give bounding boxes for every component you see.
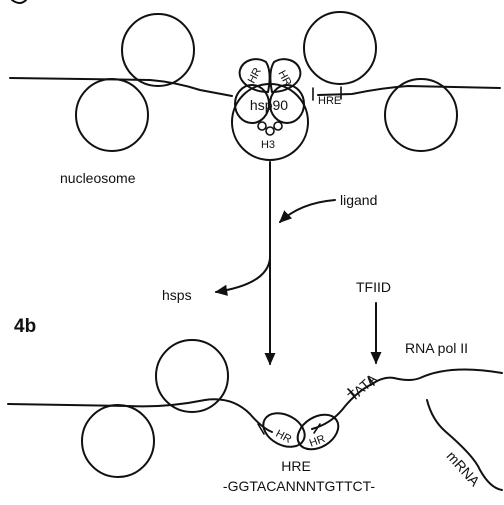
nucleosome-top-right-upper [304,12,376,84]
tfiid-label: TFIID [356,279,391,295]
hsps-label: hsps [162,287,192,303]
nucleosome-top-left-lower [76,79,148,151]
hsp90-small-bead-left [258,122,266,130]
nucleosome-top-left-upper [122,14,194,86]
nucleosome-bottom-upper [156,340,228,412]
ligand-arrow [280,200,335,222]
tata-label: TATA [345,370,380,404]
bottom-hre-label: HRE [281,458,311,474]
hsps-release-arrow [216,258,270,292]
top-hre-label: HRE [318,95,341,107]
receptor-complex: HR HR hsp90 H3 [232,59,308,160]
nucleosome-label: nucleosome [60,170,136,186]
hr-label-top-left: HR [246,66,264,86]
h3-label: H3 [261,139,275,151]
rna-pol-ii-label: RNA pol II [405,340,468,356]
panel-4b-label: 4b [14,316,36,337]
bottom-chromatin [8,340,502,477]
panel-4a-label-fragment [12,0,26,3]
hr-label-bottom-right: HR [308,433,327,450]
nucleosome-top-right-lower [385,79,457,151]
hsp90-small-bead-center [266,127,274,135]
activation-pathway: ligand hsps [162,162,377,364]
ligand-label: ligand [340,192,377,208]
nucleosome-bottom-lower [82,405,154,477]
hsp90-label: hsp90 [250,97,288,113]
mrna-label: mRNA [444,448,484,490]
hsp90-small-bead-right [274,122,282,130]
hre-consensus-sequence: -GGTACANNNTGTTCT- [223,478,376,494]
